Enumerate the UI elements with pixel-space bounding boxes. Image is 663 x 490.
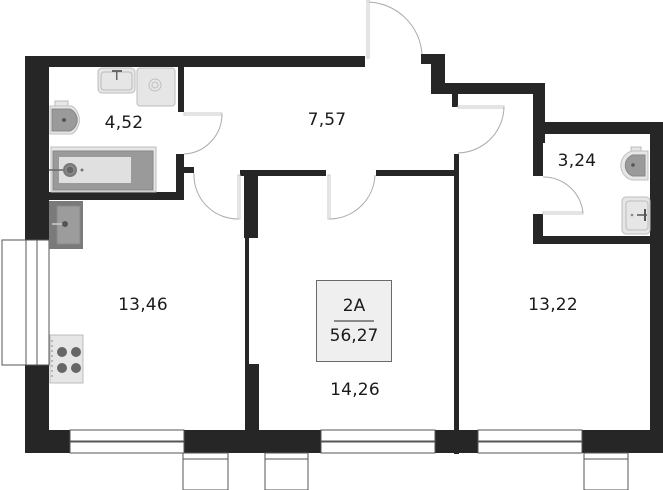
badge-divider	[334, 320, 374, 322]
apartment-total-area: 56,27	[329, 326, 379, 346]
washing-machine-icon	[136, 67, 176, 107]
room-area-kitchen: 13,46	[118, 295, 168, 315]
room-area-bathroom: 4,52	[104, 113, 144, 133]
room-area-toilet: 3,24	[557, 151, 597, 171]
toilet-icon	[620, 146, 649, 181]
room-area-bedroom: 13,22	[528, 295, 578, 315]
apartment-badge: 2A 56,27	[316, 280, 392, 362]
washbasin-icon	[97, 67, 136, 94]
room-area-hallway: 7,57	[307, 110, 347, 130]
stove-icon	[49, 334, 84, 384]
doors	[183, 0, 584, 220]
room-area-living-room: 14,26	[330, 380, 380, 400]
bathtub-icon	[49, 146, 157, 193]
windows	[1, 239, 629, 490]
sink-icon	[49, 201, 83, 249]
toilet-icon	[49, 100, 80, 135]
washbasin-icon	[621, 196, 651, 235]
apartment-type: 2A	[342, 296, 366, 316]
